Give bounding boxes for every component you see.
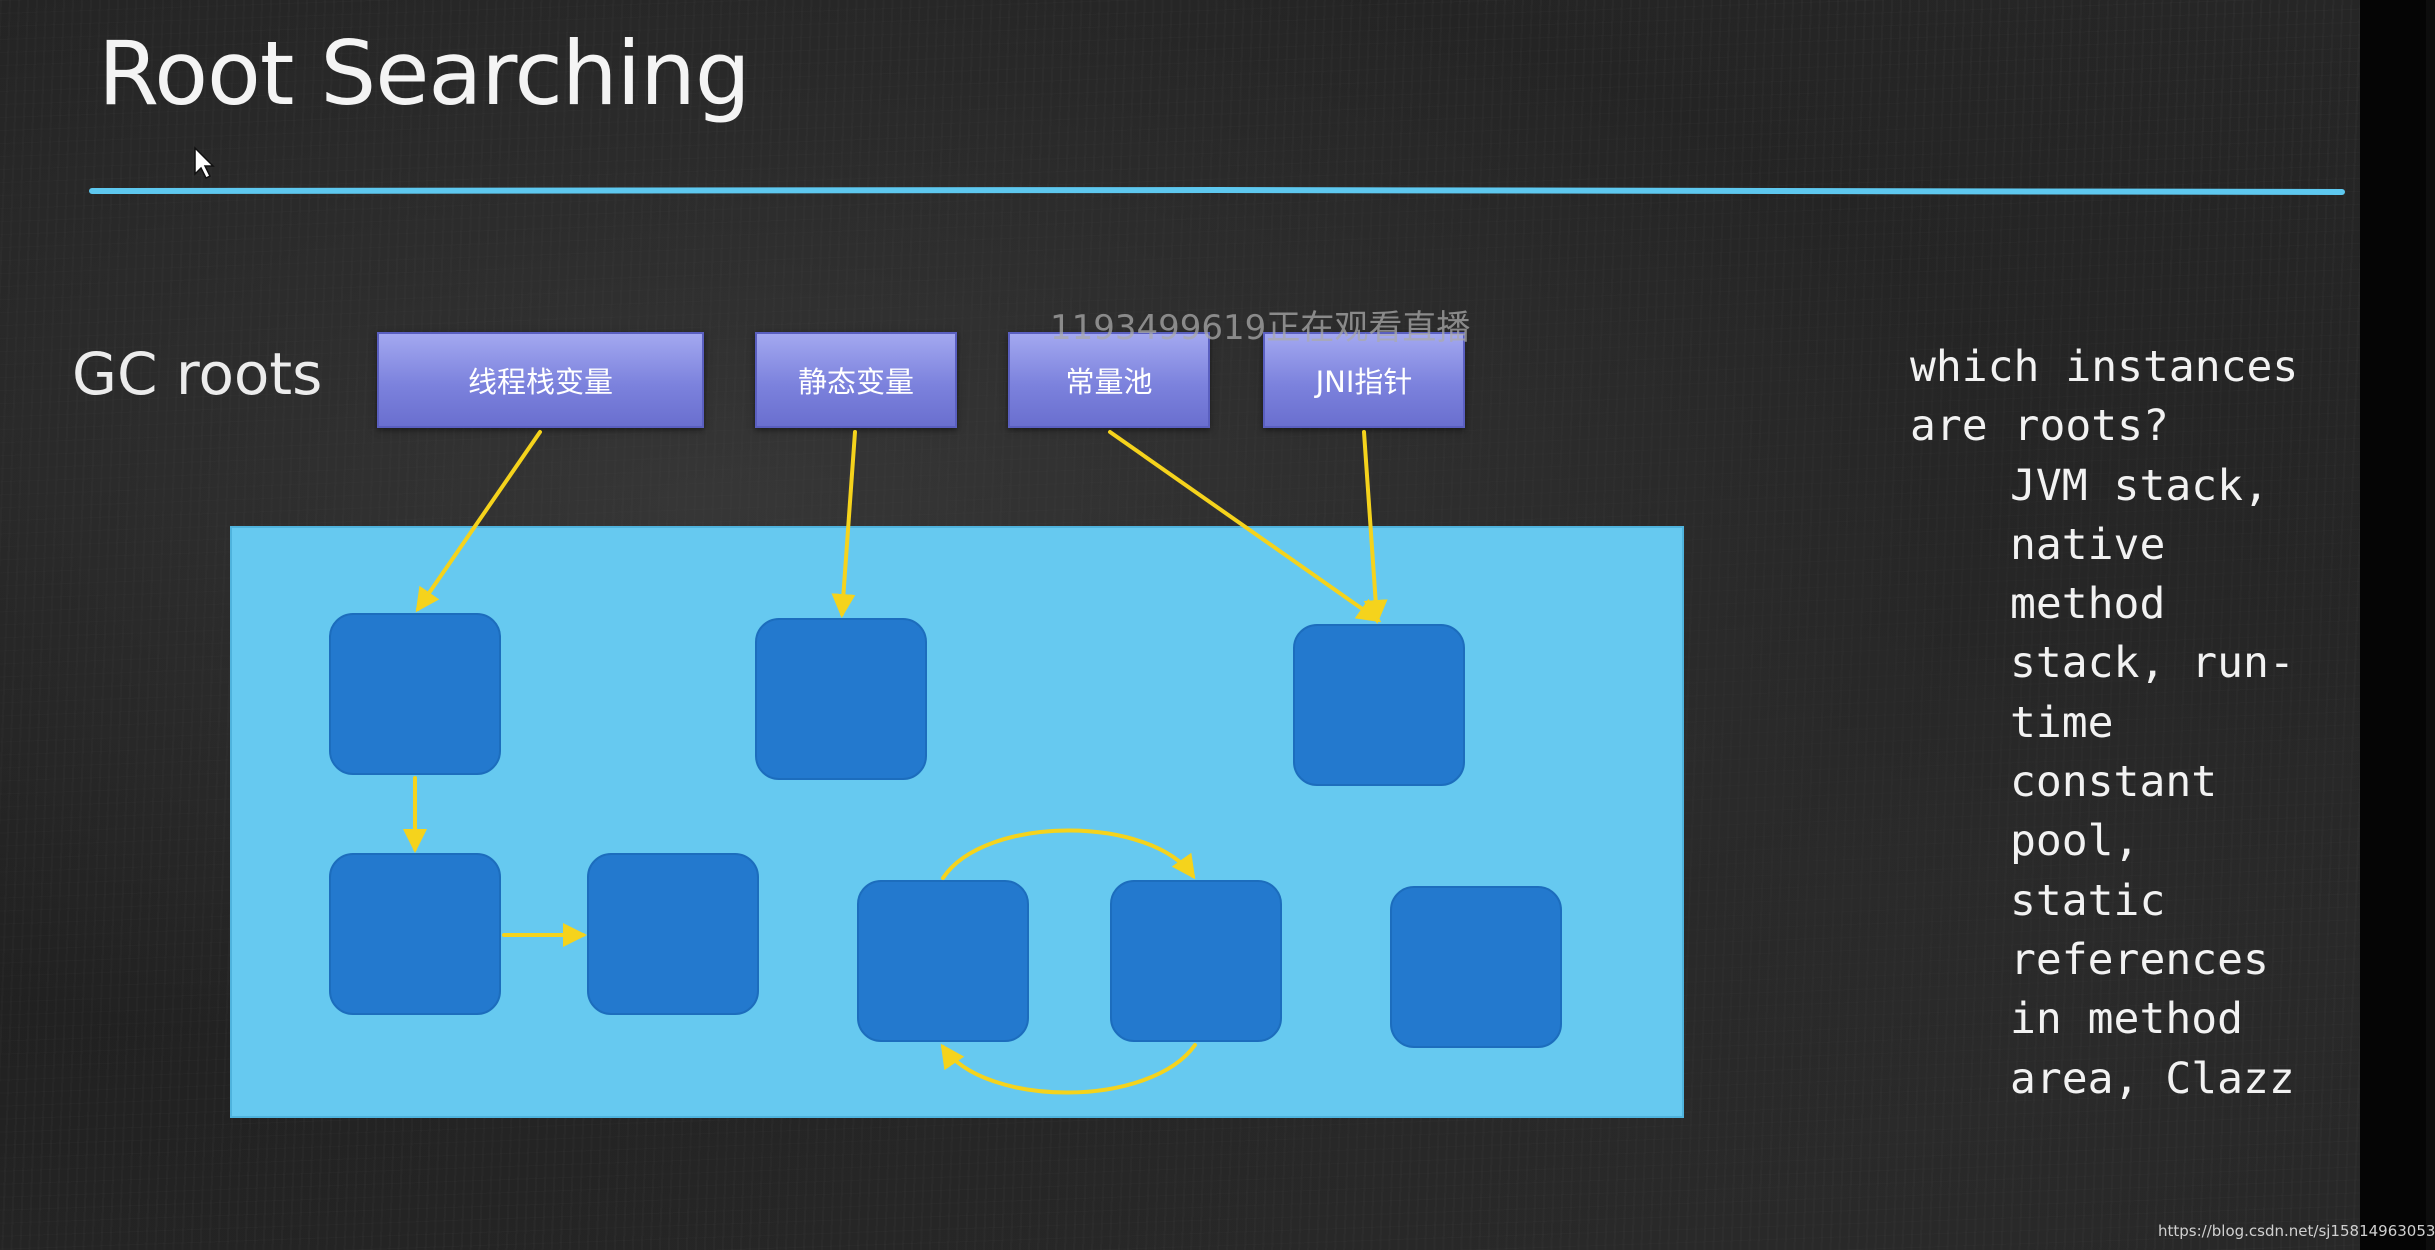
live-viewer-watermark: 1193499619正在观看直播	[1050, 308, 1471, 348]
heap-object	[329, 613, 501, 775]
answer-line: JVM stack,	[2010, 460, 2269, 511]
answer-line: time	[2010, 697, 2114, 748]
answer-line: method	[2010, 579, 2166, 630]
heap-object	[1293, 624, 1465, 786]
question-line: are roots?	[1910, 401, 2169, 452]
root-static-variables: 静态变量	[755, 332, 957, 428]
answer-line: native	[2010, 519, 2166, 570]
heap-object	[1390, 886, 1562, 1048]
footer-url: https://blog.csdn.net/sj15814963053	[2158, 1222, 2435, 1240]
roots-explanation: which instances are roots? JVM stack, nativ…	[1910, 338, 2298, 1109]
gc-roots-label: GC roots	[72, 340, 323, 408]
answer-line: static	[2010, 875, 2166, 926]
heap-object	[857, 880, 1029, 1042]
heap-object	[587, 853, 759, 1015]
heap-object	[1110, 880, 1282, 1042]
heap-object	[329, 853, 501, 1015]
answer-line: references	[2010, 934, 2269, 985]
slide-title: Root Searching	[98, 22, 751, 125]
title-underline	[89, 186, 2345, 195]
screen-edge	[2360, 0, 2426, 1250]
heap-object	[755, 618, 927, 780]
answer-line: pool,	[2010, 816, 2140, 867]
answer-line: constant	[2010, 757, 2218, 808]
root-jni-pointers: JNI指针	[1263, 332, 1465, 428]
answer-line: area, Clazz	[2010, 1053, 2295, 1104]
answer-line: in method	[2010, 994, 2243, 1045]
root-constant-pool: 常量池	[1008, 332, 1210, 428]
mouse-pointer-icon	[194, 146, 215, 180]
root-thread-stack-variables: 线程栈变量	[377, 332, 704, 428]
answer-line: stack, run-	[2010, 638, 2295, 689]
question-line: which instances	[1910, 342, 2299, 392]
